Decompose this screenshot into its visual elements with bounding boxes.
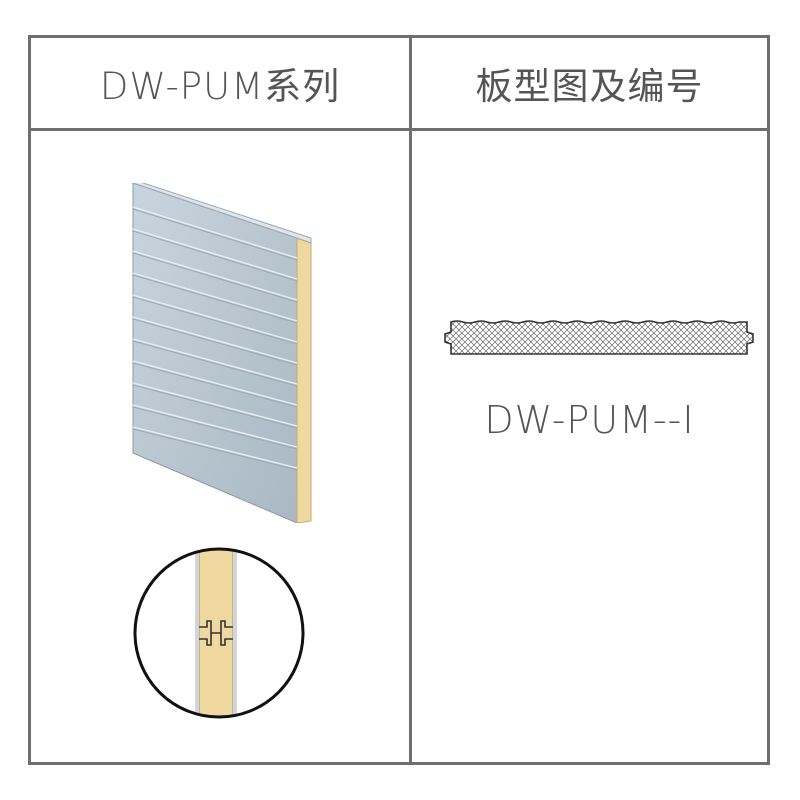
series-header: DW-PUM系列: [99, 65, 341, 108]
profile-header: 板型图及编号: [475, 65, 704, 108]
panel-cross-section-profile-icon: [444, 320, 754, 355]
model-code: DW-PUM--I: [484, 398, 695, 442]
sandwich-panel-render-icon: [131, 183, 312, 523]
spec-table: DW-PUM系列 板型图及编号: [28, 35, 770, 765]
header-divider: [31, 128, 767, 131]
tongue-groove-joint-detail-icon: [133, 547, 305, 719]
column-divider: [409, 38, 412, 762]
